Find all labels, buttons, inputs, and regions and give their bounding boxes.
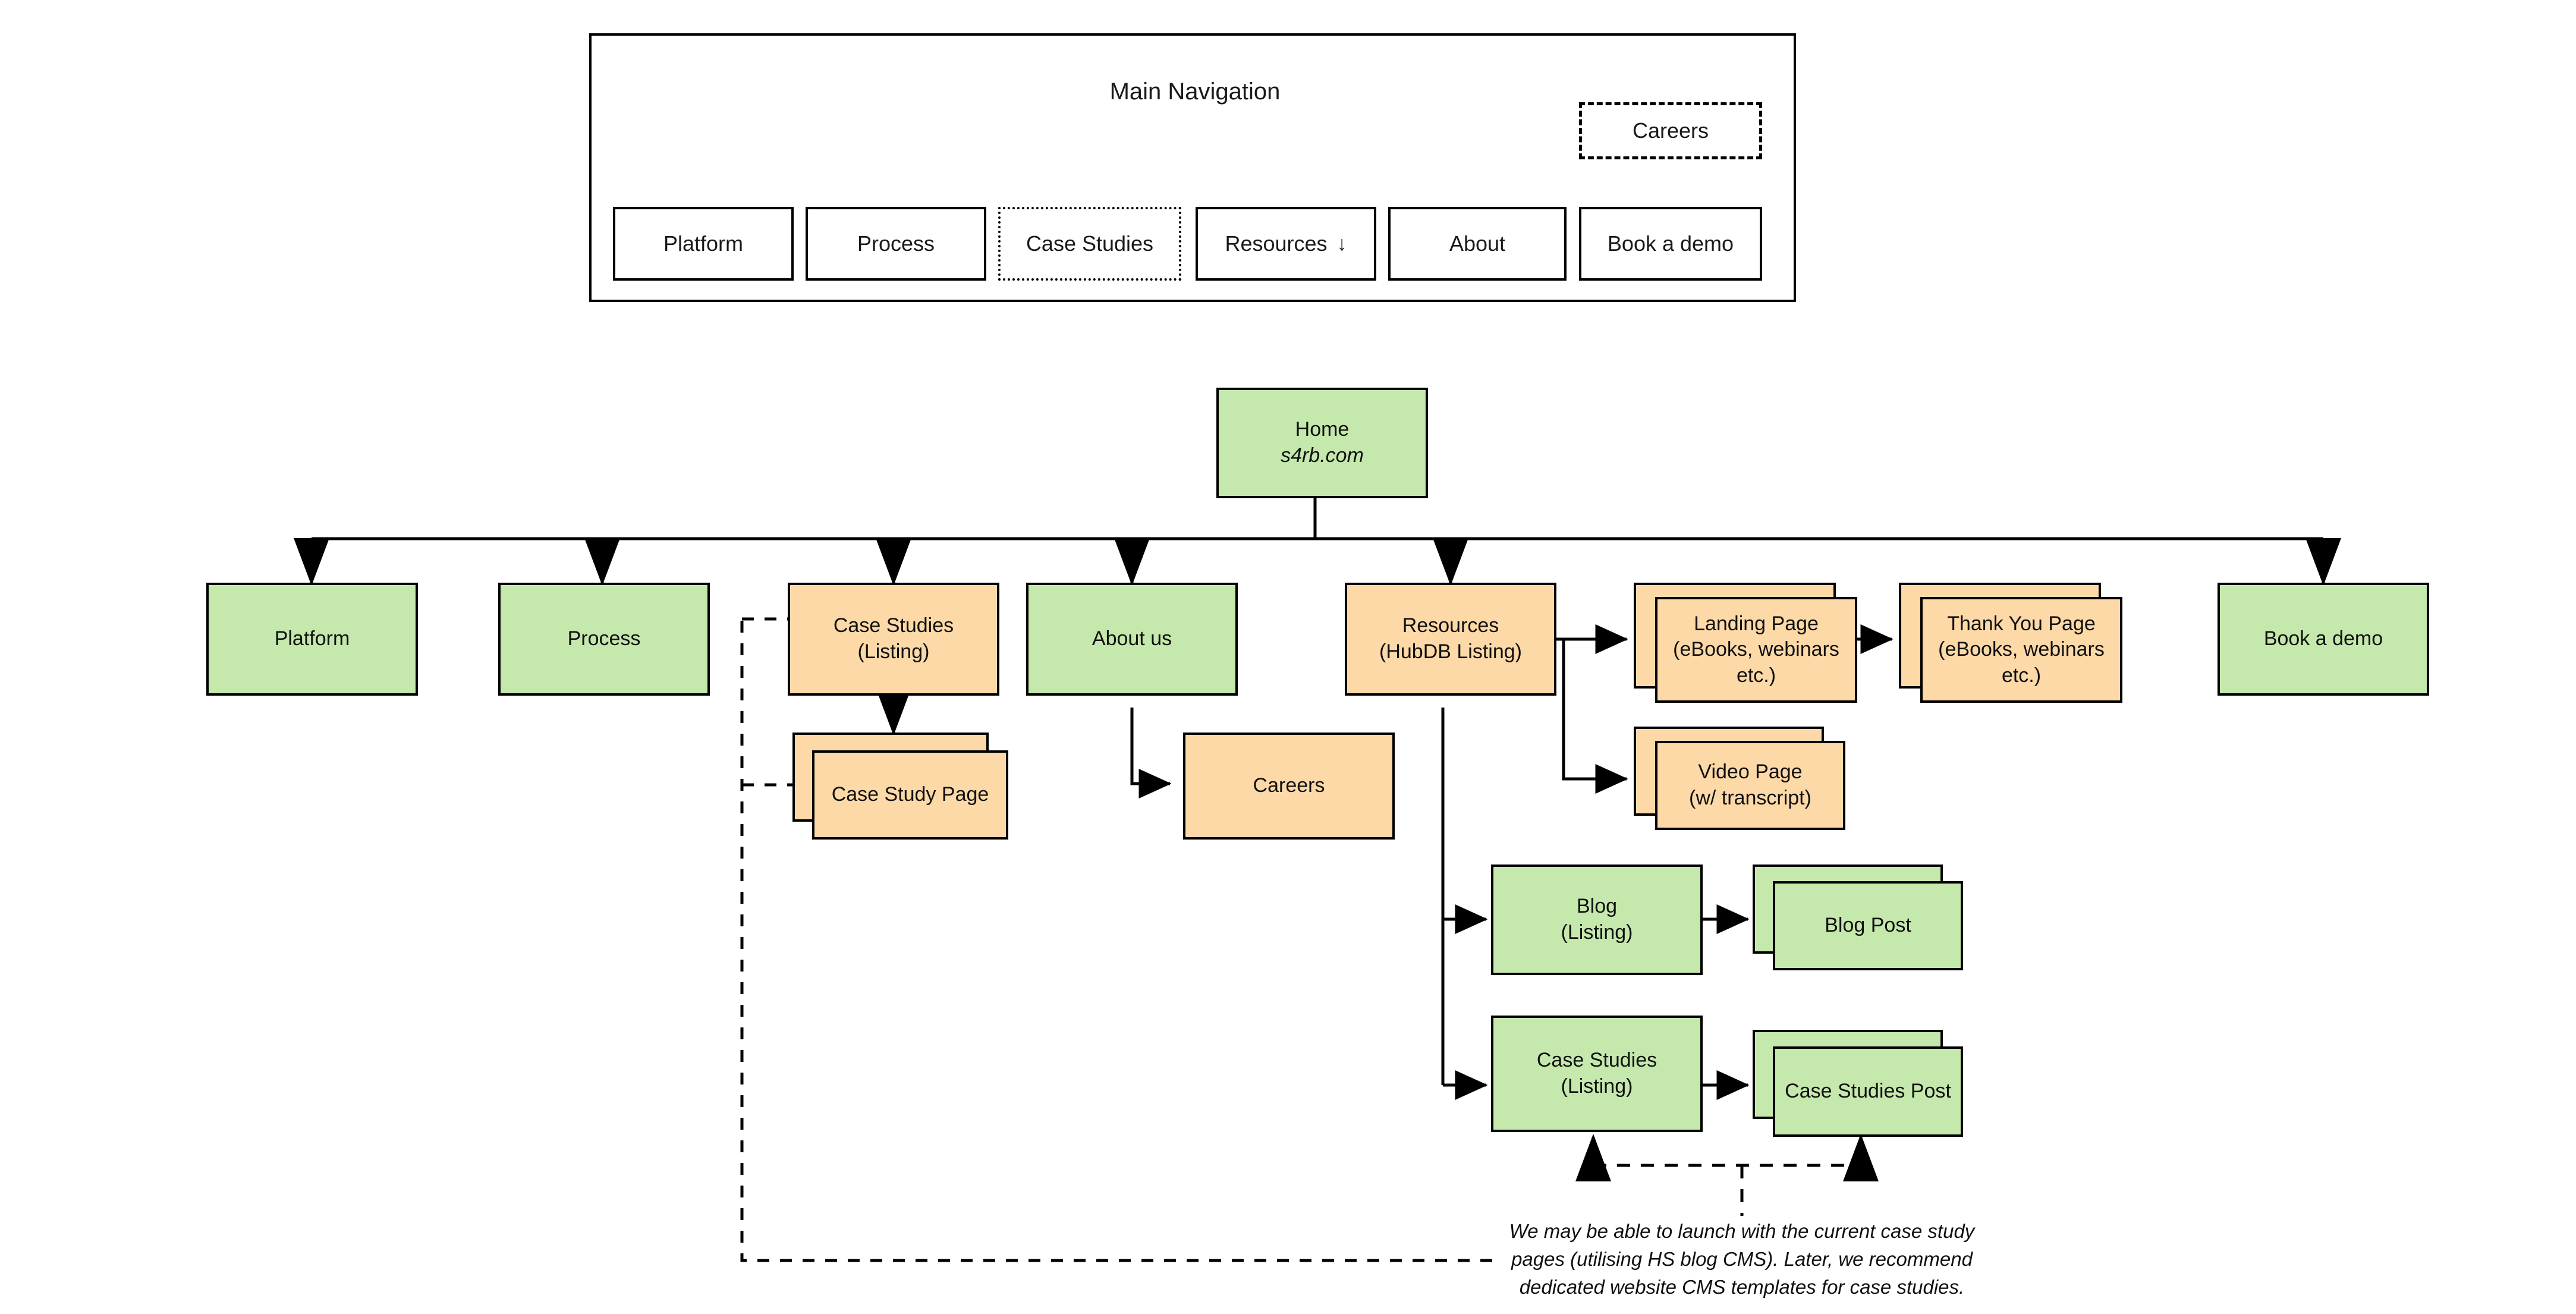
node-home[interactable]: Home s4rb.com	[1216, 388, 1428, 498]
node-case-study-page-label: Case Study Page	[831, 783, 989, 806]
node-about-us[interactable]: About us	[1026, 583, 1238, 696]
node-thank-you-page[interactable]: Thank You Page (eBooks, webinars etc.)	[1920, 597, 2122, 703]
node-landing-page[interactable]: Landing Page (eBooks, webinars etc.)	[1655, 597, 1857, 703]
node-platform[interactable]: Platform	[206, 583, 418, 696]
nav-item-about[interactable]: About	[1388, 207, 1567, 281]
node-platform-label: Platform	[274, 627, 350, 650]
node-book-a-demo-label: Book a demo	[2263, 627, 2383, 650]
node-video-page[interactable]: Video Page (w/ transcript)	[1655, 741, 1845, 830]
node-blog-listing-label: Blog	[1576, 895, 1618, 918]
nav-item-platform-label: Platform	[663, 231, 744, 256]
arrow-down-icon: ↓	[1336, 232, 1347, 255]
node-case-studies-post-label: Case Studies Post	[1785, 1080, 1951, 1103]
node-about-us-label: About us	[1092, 627, 1172, 650]
nav-item-process[interactable]: Process	[806, 207, 986, 281]
node-video-page-sub: (w/ transcript)	[1689, 787, 1811, 809]
annotation-note-line-2: pages (utilising HS blog CMS). Later, we…	[1511, 1247, 1973, 1270]
node-thank-you-page-sub2: etc.)	[2001, 664, 2042, 687]
main-navigation-title: Main Navigation	[1109, 78, 1281, 105]
node-landing-page-sub: (eBooks, webinars	[1673, 638, 1839, 661]
node-case-studies-listing-bottom[interactable]: Case Studies (Listing)	[1491, 1016, 1703, 1132]
node-case-studies-listing-bottom-sub: (Listing)	[1561, 1075, 1633, 1098]
nav-item-about-label: About	[1449, 231, 1506, 256]
node-home-url: s4rb.com	[1281, 444, 1364, 467]
node-video-page-label: Video Page	[1698, 760, 1803, 784]
node-blog-post-label: Blog Post	[1825, 914, 1911, 937]
nav-item-resources[interactable]: Resources ↓	[1196, 207, 1376, 281]
nav-item-resources-label: Resources	[1225, 231, 1328, 256]
node-case-studies-listing-top-label: Case Studies	[833, 614, 954, 637]
nav-item-book-a-demo-label: Book a demo	[1607, 231, 1734, 256]
nav-item-platform[interactable]: Platform	[613, 207, 794, 281]
nav-item-book-a-demo[interactable]: Book a demo	[1579, 207, 1762, 281]
node-blog-post[interactable]: Blog Post	[1773, 881, 1963, 970]
nav-chip-careers-label: Careers	[1632, 118, 1709, 143]
annotation-note-line-3: dedicated website CMS templates for case…	[1519, 1275, 1965, 1298]
node-home-title: Home	[1295, 418, 1350, 441]
node-landing-page-sub2: etc.)	[1736, 664, 1776, 687]
node-process-label: Process	[567, 627, 641, 650]
node-case-studies-listing-top[interactable]: Case Studies (Listing)	[788, 583, 999, 696]
node-process[interactable]: Process	[498, 583, 710, 696]
node-careers-label: Careers	[1253, 774, 1325, 797]
node-case-study-page[interactable]: Case Study Page	[812, 750, 1008, 840]
node-case-studies-listing-bottom-label: Case Studies	[1536, 1049, 1657, 1072]
node-book-a-demo[interactable]: Book a demo	[2218, 583, 2429, 696]
nav-item-process-label: Process	[857, 231, 935, 256]
node-blog-listing-sub: (Listing)	[1561, 921, 1633, 944]
node-thank-you-page-label: Thank You Page	[1947, 612, 2096, 635]
node-resources-sub: (HubDB Listing)	[1379, 640, 1522, 663]
node-thank-you-page-sub: (eBooks, webinars	[1938, 638, 2105, 661]
node-careers[interactable]: Careers	[1183, 733, 1395, 840]
node-landing-page-label: Landing Page	[1694, 612, 1819, 635]
nav-item-case-studies-label: Case Studies	[1026, 231, 1154, 256]
node-case-studies-listing-top-sub: (Listing)	[857, 640, 930, 663]
node-resources-label: Resources	[1402, 614, 1499, 637]
node-blog-listing[interactable]: Blog (Listing)	[1491, 865, 1703, 975]
annotation-note: We may be able to launch with the curren…	[1492, 1218, 1992, 1302]
node-case-studies-post[interactable]: Case Studies Post	[1773, 1046, 1963, 1137]
nav-chip-careers[interactable]: Careers	[1579, 102, 1762, 159]
nav-item-case-studies[interactable]: Case Studies	[998, 207, 1181, 281]
node-resources[interactable]: Resources (HubDB Listing)	[1345, 583, 1556, 696]
annotation-note-line-1: We may be able to launch with the curren…	[1509, 1220, 1975, 1242]
